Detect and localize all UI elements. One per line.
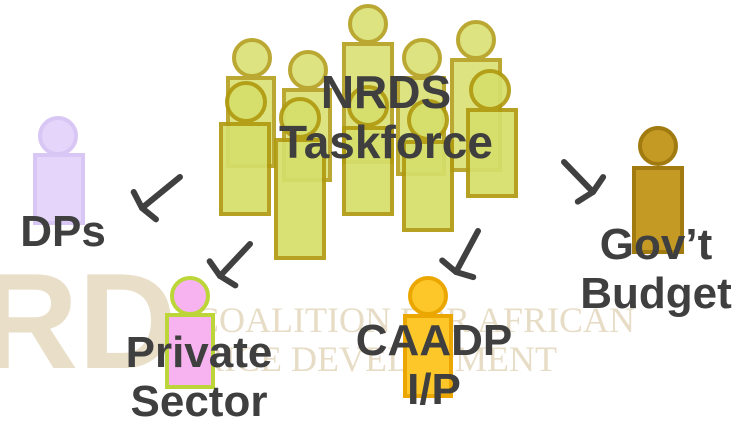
person-icon-head [38, 116, 78, 156]
dps-label: DPs [8, 208, 118, 256]
person-icon-body [274, 138, 326, 260]
caadp-label-line1: CAADP [355, 316, 513, 365]
arrow-icon [130, 174, 183, 223]
person-icon-head [638, 126, 678, 166]
person-icon-head [402, 38, 442, 78]
person-icon [274, 97, 326, 260]
private-sector-label-line1: Private [125, 328, 273, 377]
person-icon [632, 126, 684, 254]
person-icon-head [407, 99, 449, 141]
person-icon-body [33, 153, 85, 225]
person-icon [219, 81, 271, 216]
person-icon-head [279, 97, 321, 139]
person-icon-head [225, 81, 267, 123]
arrow-icon [439, 228, 481, 281]
private-sector-label: Private Sector [108, 328, 290, 427]
arrow-icon [561, 159, 607, 205]
person-icon [466, 69, 518, 198]
person-icon-head [408, 276, 448, 316]
person-icon [33, 116, 85, 225]
taskforce-label-line2: Taskforce [279, 115, 493, 168]
person-icon-head [348, 4, 388, 44]
govt-budget-label-line1: Gov’t [599, 220, 713, 269]
person-icon-body [632, 166, 684, 254]
person-icon-head [170, 276, 210, 316]
taskforce-label: NRDS Taskforce [270, 66, 502, 168]
person-icon-head [232, 38, 272, 78]
dps-label-line1: DPs [20, 207, 106, 256]
person-icon-body [403, 314, 453, 398]
person-icon [403, 276, 453, 398]
person-icon-body [342, 126, 394, 216]
person-icon-head [469, 69, 511, 111]
arrows [130, 159, 607, 289]
stakeholder-figures [33, 116, 684, 398]
arrow-icon [206, 241, 253, 289]
watermark-line-2: RICE DEVELOPMENT [200, 339, 557, 379]
watermark: RD COALITION FOR AFRICAN RICE DEVELOPMEN… [0, 245, 635, 397]
person-icon-head [347, 85, 389, 127]
govt-budget-label-line2: Budget [580, 269, 732, 319]
govt-budget-label: Gov’t Budget [570, 220, 738, 319]
person-icon [165, 276, 215, 389]
person-icon-body [466, 108, 518, 198]
person-icon [342, 85, 394, 216]
person-icon-body [402, 140, 454, 232]
person-icon [402, 99, 454, 232]
caadp-label: CAADP I/P [345, 316, 523, 415]
watermark-logo-letters: RD [0, 245, 176, 397]
taskforce-crowd-front [219, 69, 518, 260]
person-icon-head [456, 20, 496, 60]
private-sector-label-line2: Sector [130, 377, 268, 427]
caadp-label-line2: I/P [407, 365, 461, 415]
person-icon-head [288, 50, 328, 90]
taskforce-label-line1: NRDS [320, 66, 452, 118]
person-icon-body [219, 122, 271, 216]
